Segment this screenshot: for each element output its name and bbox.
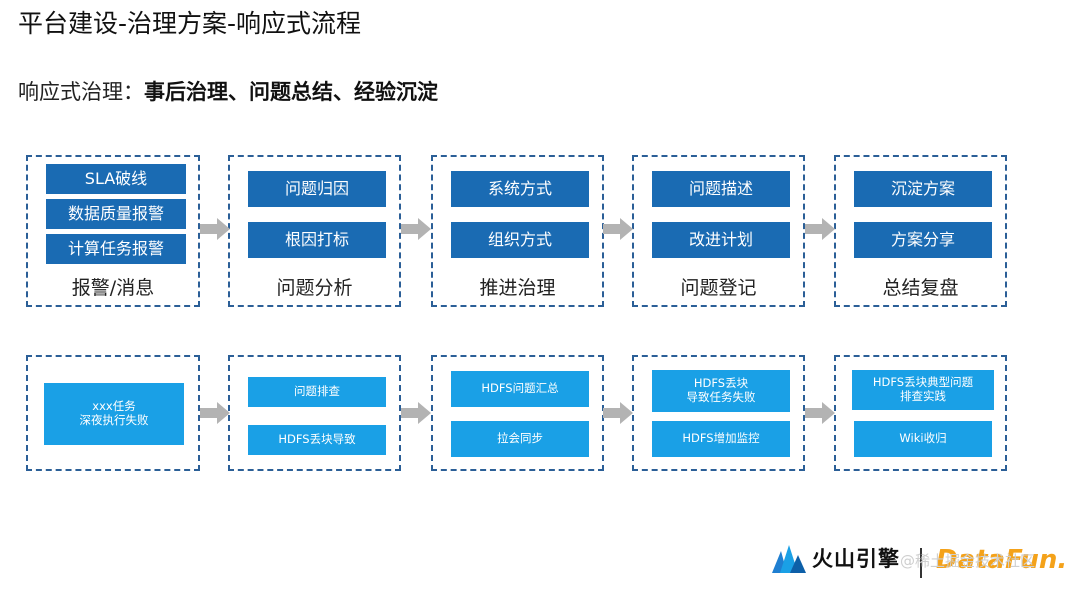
volcano-engine-logo: 火山引擎	[772, 543, 900, 573]
arrow-right-icon	[401, 218, 431, 240]
stage-label: 总结复盘	[882, 277, 959, 299]
page-title: 平台建设-治理方案-响应式流程	[18, 9, 362, 38]
step-solution-sharing: 方案分享	[854, 222, 992, 258]
stage-example-review: HDFS丢块典型问题 排查实践 Wiki收归	[834, 355, 1007, 471]
arrow-right-icon	[200, 218, 230, 240]
example-meeting-sync: 拉会同步	[451, 421, 589, 457]
step-problem-attribution: 问题归因	[248, 171, 386, 207]
stage-example-governance: HDFS问题汇总 拉会同步	[431, 355, 604, 471]
watermark: @稀土掘金技术社区	[900, 552, 1036, 570]
stage-analysis: 问题归因 根因打标 问题分析	[228, 155, 401, 307]
stage-example-analysis: 问题排查 HDFS丢块导致	[228, 355, 401, 471]
stage-example-alarm: xxx任务 深夜执行失败	[26, 355, 200, 471]
example-troubleshooting: 问题排查	[248, 377, 386, 407]
example-wiki-archive: Wiki收归	[854, 421, 992, 457]
logo-text: 火山引擎	[812, 547, 900, 571]
stage-example-registration: HDFS丢块 导致任务失败 HDFS增加监控	[632, 355, 805, 471]
stage-label: 报警/消息	[71, 277, 155, 299]
example-hdfs-monitoring: HDFS增加监控	[652, 421, 790, 457]
arrow-right-icon	[200, 402, 230, 424]
stage-alarm: SLA破线 数据质量报警 计算任务报警 报警/消息	[26, 155, 200, 307]
example-hdfs-summary: HDFS问题汇总	[451, 371, 589, 407]
example-hdfs-block-loss: HDFS丢块导致	[248, 425, 386, 455]
subtitle-prefix: 响应式治理：	[18, 80, 144, 104]
footer-divider	[920, 548, 922, 578]
step-compute-task-alarm: 计算任务报警	[46, 234, 186, 264]
step-data-quality-alarm: 数据质量报警	[46, 199, 186, 229]
arrow-right-icon	[805, 402, 835, 424]
step-problem-description: 问题描述	[652, 171, 790, 207]
stage-registration: 问题描述 改进计划 问题登记	[632, 155, 805, 307]
step-system-approach: 系统方式	[451, 171, 589, 207]
example-task-failure: xxx任务 深夜执行失败	[44, 383, 184, 445]
arrow-right-icon	[603, 402, 633, 424]
arrow-right-icon	[805, 218, 835, 240]
volcano-logo-icon	[772, 545, 806, 573]
stage-label: 问题分析	[276, 277, 353, 299]
arrow-right-icon	[401, 402, 431, 424]
subtitle-bold: 事后治理、问题总结、经验沉淀	[144, 80, 438, 104]
page-subtitle: 响应式治理：事后治理、问题总结、经验沉淀	[18, 76, 438, 106]
stage-review: 沉淀方案 方案分享 总结复盘	[834, 155, 1007, 307]
step-root-cause-tag: 根因打标	[248, 222, 386, 258]
stage-label: 推进治理	[479, 277, 556, 299]
example-hdfs-task-failure: HDFS丢块 导致任务失败	[652, 370, 790, 412]
step-sla: SLA破线	[46, 164, 186, 194]
step-improvement-plan: 改进计划	[652, 222, 790, 258]
arrow-right-icon	[603, 218, 633, 240]
datafun-logo: DataFun.	[936, 545, 1068, 575]
stage-governance: 系统方式 组织方式 推进治理	[431, 155, 604, 307]
step-solution-deposit: 沉淀方案	[854, 171, 992, 207]
example-hdfs-practice: HDFS丢块典型问题 排查实践	[852, 370, 994, 410]
stage-label: 问题登记	[680, 277, 757, 299]
step-org-approach: 组织方式	[451, 222, 589, 258]
